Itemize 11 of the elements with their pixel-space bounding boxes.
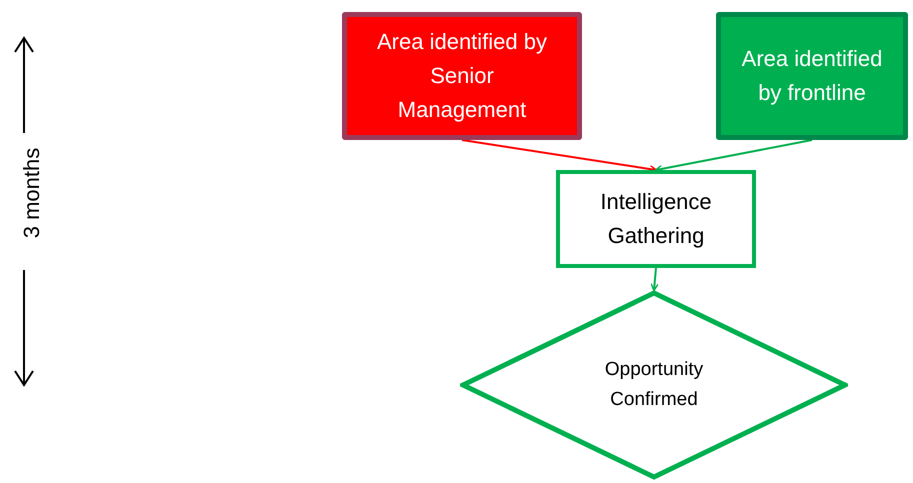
node-text: Area identified by Senior Management <box>376 28 548 124</box>
process-box <box>716 12 908 140</box>
decision-diamond <box>460 290 848 480</box>
node-text: Intelligence Gathering <box>599 188 713 250</box>
process-box <box>556 170 756 268</box>
arrow <box>654 139 812 173</box>
node-text: Opportunity Confirmed <box>604 358 704 412</box>
node-text: Area identified by frontline <box>740 45 884 107</box>
dimension-label: 3 months <box>18 146 45 240</box>
process-box <box>342 12 582 140</box>
arrow <box>650 268 659 292</box>
